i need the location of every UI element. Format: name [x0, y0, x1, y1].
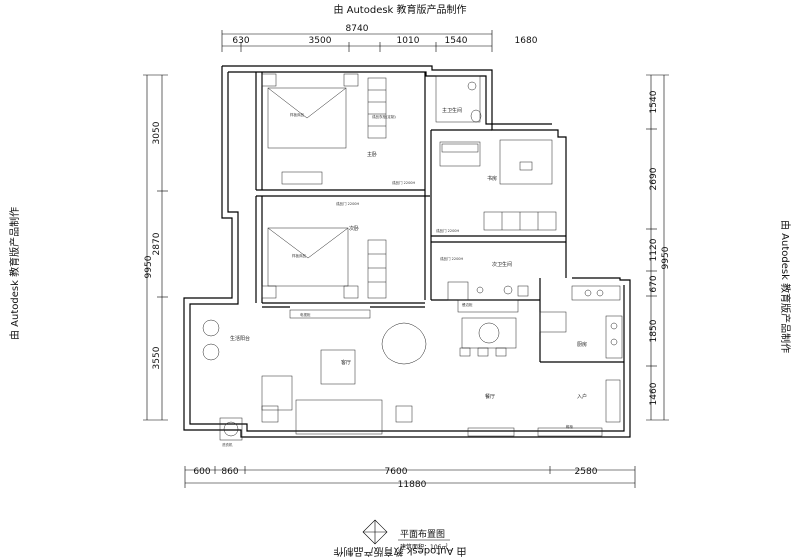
label-living-room: 客厅: [341, 359, 351, 366]
walls: [183, 65, 631, 438]
note-tv-cabinet: 电视柜: [300, 312, 311, 317]
label-study: 书房: [487, 175, 497, 182]
dim-top-seg-2: 3500: [309, 36, 332, 46]
dim-top-seg-1: 630: [232, 36, 249, 46]
note-master-bed: 样板床品: [290, 112, 304, 117]
note-shoe-cabinet: 鞋柜: [566, 424, 574, 429]
label-dining-room: 餐厅: [485, 393, 495, 400]
dim-left-seg-1: 3050: [152, 121, 162, 144]
drawing-title: 平面布置图: [400, 528, 445, 540]
note-dining-cabinet: 餐边柜: [462, 302, 473, 307]
dim-left-seg-2: 2870: [152, 232, 162, 255]
label-balcony: 生活阳台: [230, 335, 250, 342]
dim-right-seg-4: 670: [649, 275, 659, 292]
note-washer: 洗衣机: [222, 442, 233, 447]
master-wardrobe: [367, 77, 387, 139]
drawing-area: 建筑面积：106㎡: [400, 543, 447, 551]
dim-right-seg-5: 1850: [649, 319, 659, 342]
dim-bottom-ticks: [184, 466, 636, 488]
dim-top-total: 8740: [346, 24, 369, 34]
dim-top-seg-4: 1540: [445, 36, 468, 46]
note-bath-door: 成品门 2200H: [440, 256, 464, 261]
note-master-door: 成品门 2200H: [392, 180, 416, 185]
label-kitchen: 厨房: [577, 341, 587, 348]
dim-left-ticks: [143, 74, 168, 421]
dim-bottom-seg-4: 2580: [575, 467, 598, 477]
dim-right-total: 9950: [661, 246, 671, 269]
dim-right-seg-2: 2690: [649, 167, 659, 190]
note-master-wardrobe: 成品衣柜(定制): [372, 114, 396, 119]
dim-left-total: 9950: [144, 255, 154, 278]
dim-right-seg-1: 1540: [649, 90, 659, 113]
label-master-bedroom: 主卧: [367, 151, 377, 158]
note-second-bed: 样板床品: [292, 253, 306, 258]
watermark-top: 由 Autodesk 教育版产品制作: [333, 5, 467, 16]
note-study-door: 成品门 2200H: [436, 228, 460, 233]
master-bed: [267, 87, 347, 149]
second-wardrobe: [367, 239, 387, 299]
note-second-door: 成品门 2200H: [336, 201, 360, 206]
label-master-bath: 主卫生间: [442, 107, 462, 114]
second-bed: [267, 227, 349, 287]
dim-bottom-seg-1: 600: [193, 467, 210, 477]
dim-right-seg-3: 1120: [649, 238, 659, 261]
dim-right-ticks: [646, 74, 669, 421]
label-entrance: 入户: [577, 393, 587, 400]
label-second-bath: 次卫生间: [492, 261, 512, 268]
furniture: [202, 73, 623, 441]
dim-top-ticks: [221, 30, 493, 52]
dim-top-seg-5: 1680: [515, 36, 538, 46]
dim-right-seg-6: 1460: [649, 382, 659, 405]
dim-left-seg-3: 3550: [152, 346, 162, 369]
compass-icon: [362, 519, 388, 545]
label-second-bedroom: 次卧: [349, 225, 359, 232]
dim-top-seg-3: 1010: [397, 36, 420, 46]
dim-bottom-seg-3: 7600: [385, 467, 408, 477]
dim-bottom-total: 11880: [398, 480, 427, 490]
dim-bottom-seg-2: 860: [221, 467, 238, 477]
